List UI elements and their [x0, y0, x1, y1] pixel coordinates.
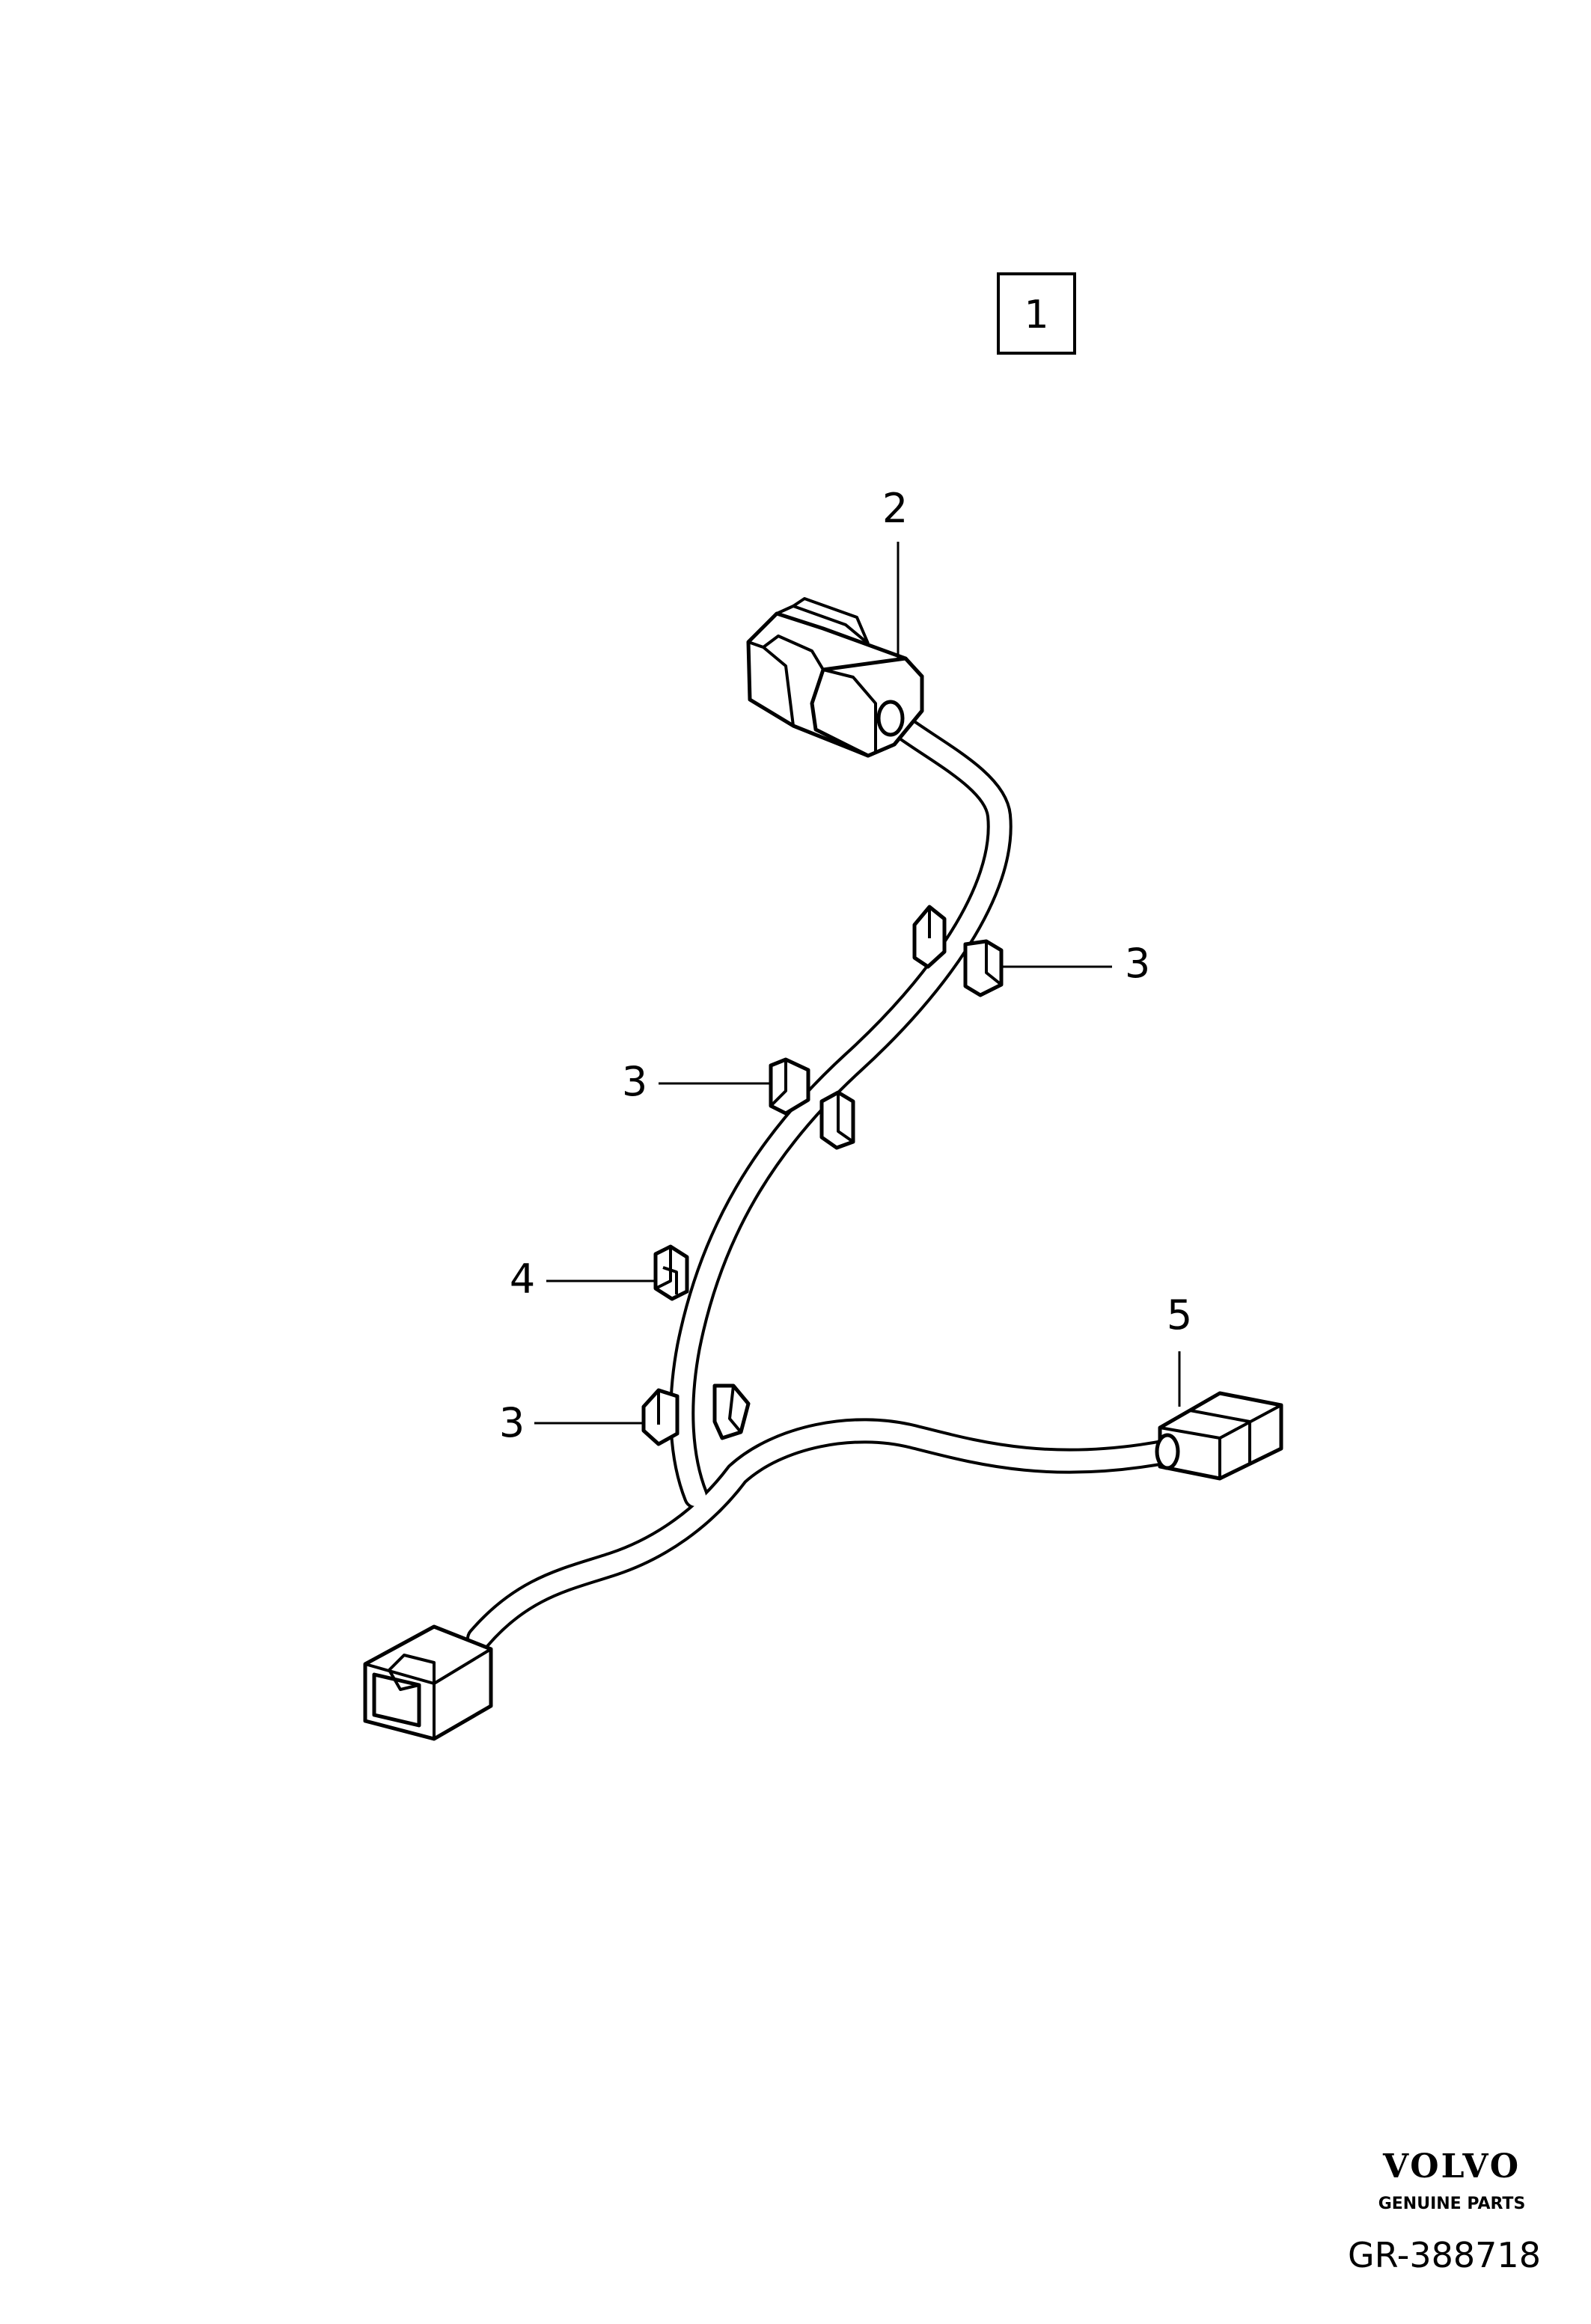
reference-number: GR-388718	[1348, 2235, 1541, 2275]
connector-left	[363, 1624, 493, 1741]
callout-3-middle: 3	[622, 1058, 647, 1105]
callout-3-lower: 3	[499, 1399, 525, 1446]
brand-name: VOLVO	[1382, 2147, 1521, 2186]
brand-logo: VOLVO GENUINE PARTS	[1378, 2147, 1526, 2213]
harness-cable	[466, 704, 1180, 1651]
brand-tagline: GENUINE PARTS	[1378, 2195, 1526, 2213]
clip-lower	[641, 1383, 751, 1446]
connector-top	[746, 597, 924, 758]
leader-lines	[534, 542, 1181, 1425]
callout-5: 5	[1167, 1291, 1192, 1339]
assembly-number-box: 1	[997, 272, 1076, 355]
callout-2: 2	[882, 485, 908, 532]
callout-3-upper: 3	[1125, 940, 1150, 987]
clip-upper-right	[912, 905, 1004, 997]
assembly-number: 1	[1024, 293, 1048, 337]
callout-4: 4	[510, 1256, 535, 1303]
clip-middle-left	[769, 1057, 855, 1150]
clip-small	[653, 1244, 689, 1301]
connector-right	[1155, 1391, 1283, 1481]
